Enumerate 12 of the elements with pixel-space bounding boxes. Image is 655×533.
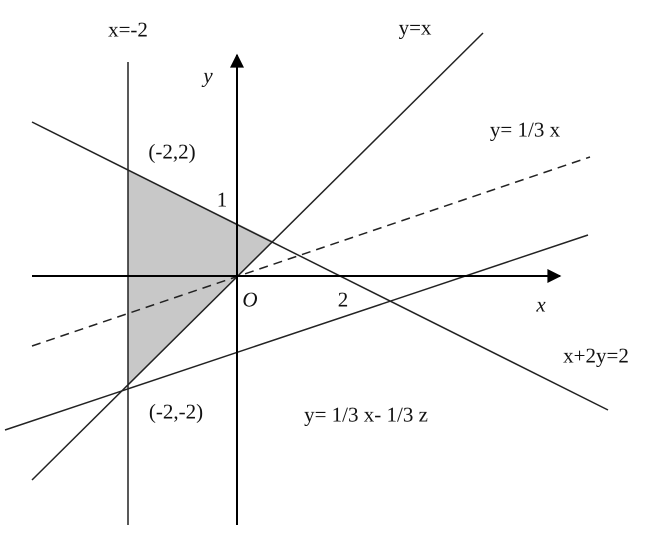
axis-label: (-2,-2) <box>148 402 204 422</box>
axis-label: y <box>203 66 213 86</box>
axis-label: y= 1/3 x- 1/3 z <box>304 404 428 426</box>
axis-label: 2 <box>338 290 348 310</box>
axis-label: x <box>536 294 546 316</box>
axis-label: x+2y=2 <box>563 346 629 366</box>
axis-label: (-2,2) <box>148 142 196 162</box>
axis-label: 1 <box>216 190 228 210</box>
axis-label: y= 1/3 x <box>490 120 560 140</box>
axis-label: x=-2 <box>108 20 148 40</box>
axis-label: O <box>242 290 258 310</box>
axis-label: y=x <box>398 18 432 38</box>
